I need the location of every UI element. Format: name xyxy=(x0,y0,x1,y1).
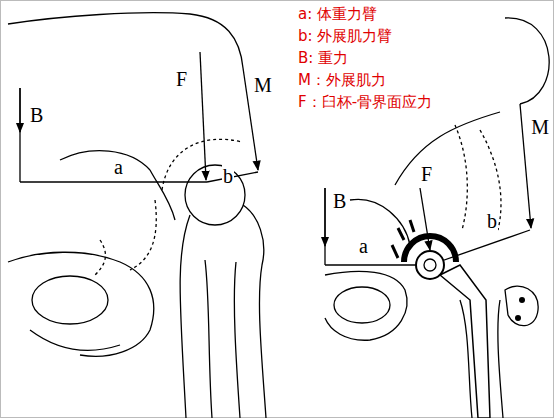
legend-text: a: 体重力臂 xyxy=(298,6,377,23)
symbol-label: M xyxy=(253,74,273,96)
symbol-label: F xyxy=(175,68,188,90)
legend-text: M：外展肌力 xyxy=(298,72,386,89)
symbol-label: a xyxy=(113,156,124,178)
legend-text: b: 外展肌力臂 xyxy=(298,28,392,45)
symbol-label: b xyxy=(486,210,498,232)
legend-text: F：臼杯-骨界面应力 xyxy=(298,94,432,111)
legend-text: B: 重力 xyxy=(298,50,348,67)
symbol-label: B xyxy=(332,190,347,212)
symbol-label: M xyxy=(530,116,550,138)
symbol-label: a xyxy=(358,235,369,257)
symbol-label: B xyxy=(29,104,44,126)
symbol-label: F xyxy=(420,163,433,185)
symbol-label: b xyxy=(222,165,234,187)
